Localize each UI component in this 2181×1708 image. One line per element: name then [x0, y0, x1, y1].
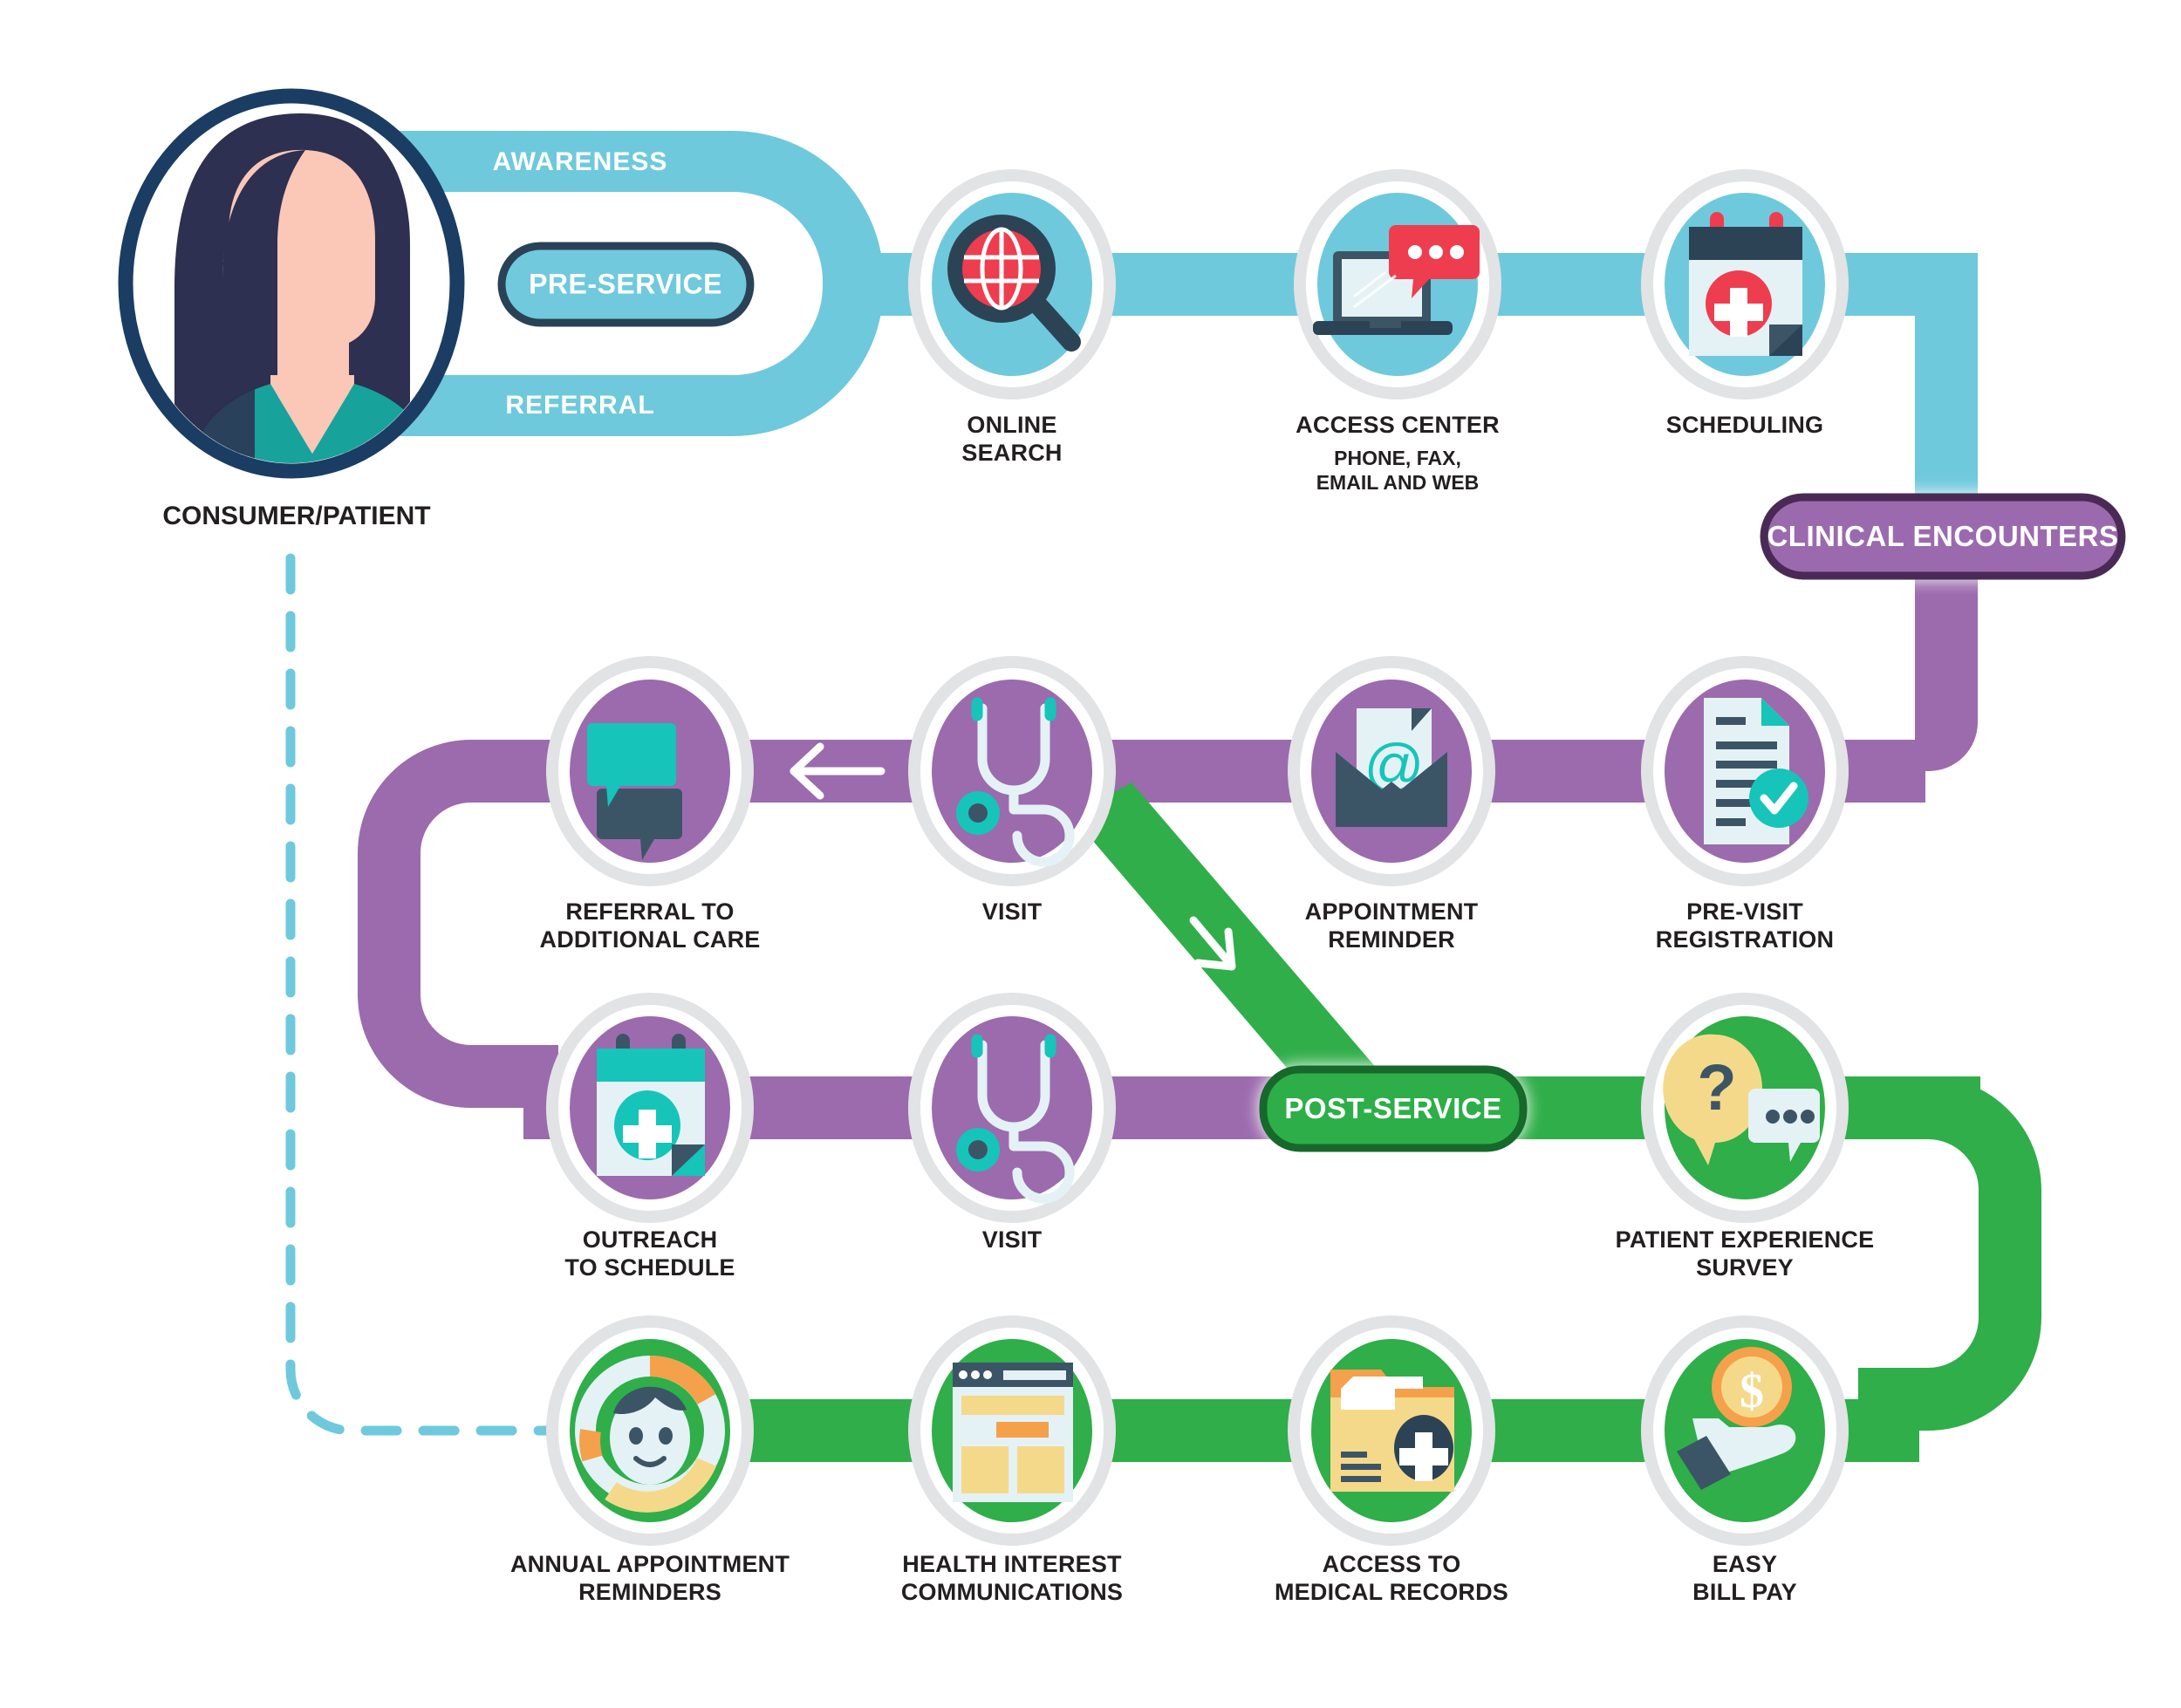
stethoscope-icon: [956, 1034, 1075, 1204]
node-scheduling[interactable]: [1641, 169, 1849, 400]
node-pre-visit-registration[interactable]: [1641, 656, 1849, 886]
pill-post-service[interactable]: [1259, 1065, 1528, 1152]
node-outreach-to-schedule[interactable]: [546, 993, 754, 1223]
diagonal-arrow-icon: [1189, 916, 1236, 971]
svg-text:?: ?: [1697, 1051, 1736, 1124]
band-label-awareness: AWARENESS: [492, 147, 668, 176]
label-health-interest-communications: HEALTH INTEREST COMMUNICATIONS: [900, 1551, 1124, 1605]
left-arrow-icon: [790, 742, 885, 800]
node-easy-bill-pay[interactable]: $: [1641, 1315, 1849, 1546]
woman-avatar-icon: [133, 104, 449, 463]
node-patient-experience-survey[interactable]: ?: [1641, 993, 1849, 1223]
avatar: [118, 88, 465, 479]
node-online-search[interactable]: [908, 169, 1116, 400]
svg-text:$: $: [1740, 1364, 1764, 1418]
pill-label-post-service: POST-SERVICE: [1284, 1092, 1502, 1124]
dashed-return-path: [285, 553, 564, 1436]
band-label-referral: REFERRAL: [505, 391, 655, 420]
label-access-to-medical-records: ACCESS TO MEDICAL RECORDS: [1274, 1551, 1509, 1605]
pill-label-clinical-encounters: CLINICAL ENCOUNTERS: [1767, 520, 2119, 552]
speech-bubbles-icon: [587, 723, 682, 860]
label-appointment-reminder: APPOINTMENT REMINDER: [1304, 898, 1479, 953]
stethoscope-icon: [956, 697, 1075, 867]
label-patient-experience-survey: PATIENT EXPERIENCE SURVEY: [1615, 1226, 1875, 1281]
node-access-center[interactable]: [1294, 169, 1501, 400]
label-easy-bill-pay: EASY BILL PAY: [1692, 1551, 1797, 1605]
node-referral-to-additional-care[interactable]: [546, 656, 754, 886]
pill-clinical-encounters[interactable]: [1760, 493, 2126, 580]
node-annual-appointment-reminders[interactable]: [546, 1315, 754, 1546]
label-visit-1: VISIT: [981, 898, 1043, 925]
sublabel-access-center: PHONE, FAX, EMAIL AND WEB: [1316, 447, 1480, 494]
label-online-search: ONLINE SEARCH: [961, 412, 1063, 466]
label-visit-2: VISIT: [981, 1226, 1043, 1253]
pill-pre-service[interactable]: [497, 242, 755, 327]
consumer-patient-label: CONSUMER/PATIENT: [162, 502, 431, 530]
node-appointment-reminder[interactable]: @: [1288, 656, 1495, 886]
label-referral-to-additional-care: REFERRAL TO ADDITIONAL CARE: [539, 898, 761, 953]
browser-window-icon: [953, 1363, 1073, 1502]
node-visit-1[interactable]: [908, 656, 1116, 886]
label-outreach-to-schedule: OUTREACH TO SCHEDULE: [564, 1226, 735, 1281]
document-check-icon: [1704, 698, 1808, 844]
label-annual-appointment-reminders: ANNUAL APPOINTMENT REMINDERS: [509, 1551, 790, 1605]
label-pre-visit-registration: PRE-VISIT REGISTRATION: [1655, 898, 1835, 953]
label-scheduling: SCHEDULING: [1665, 412, 1824, 438]
globe-magnifier-icon: [947, 215, 1081, 352]
label-access-center: ACCESS CENTER: [1296, 412, 1500, 438]
node-visit-2[interactable]: [908, 993, 1116, 1223]
hand-coin-icon: $: [1677, 1347, 1796, 1490]
person-donut-icon: [575, 1355, 725, 1513]
question-chat-icon: ?: [1663, 1034, 1820, 1165]
laptop-chat-icon: [1313, 225, 1480, 335]
node-access-to-medical-records[interactable]: [1288, 1315, 1495, 1546]
pill-label-pre-service: PRE-SERVICE: [529, 268, 722, 300]
medical-folder-icon: [1330, 1370, 1454, 1492]
node-health-interest-communications[interactable]: [908, 1315, 1116, 1546]
post-service-diagonal: [1071, 782, 1405, 1134]
calendar-plus-icon: [597, 1034, 705, 1176]
calendar-cross-icon: [1689, 212, 1802, 356]
email-at-icon: @: [1336, 708, 1447, 827]
